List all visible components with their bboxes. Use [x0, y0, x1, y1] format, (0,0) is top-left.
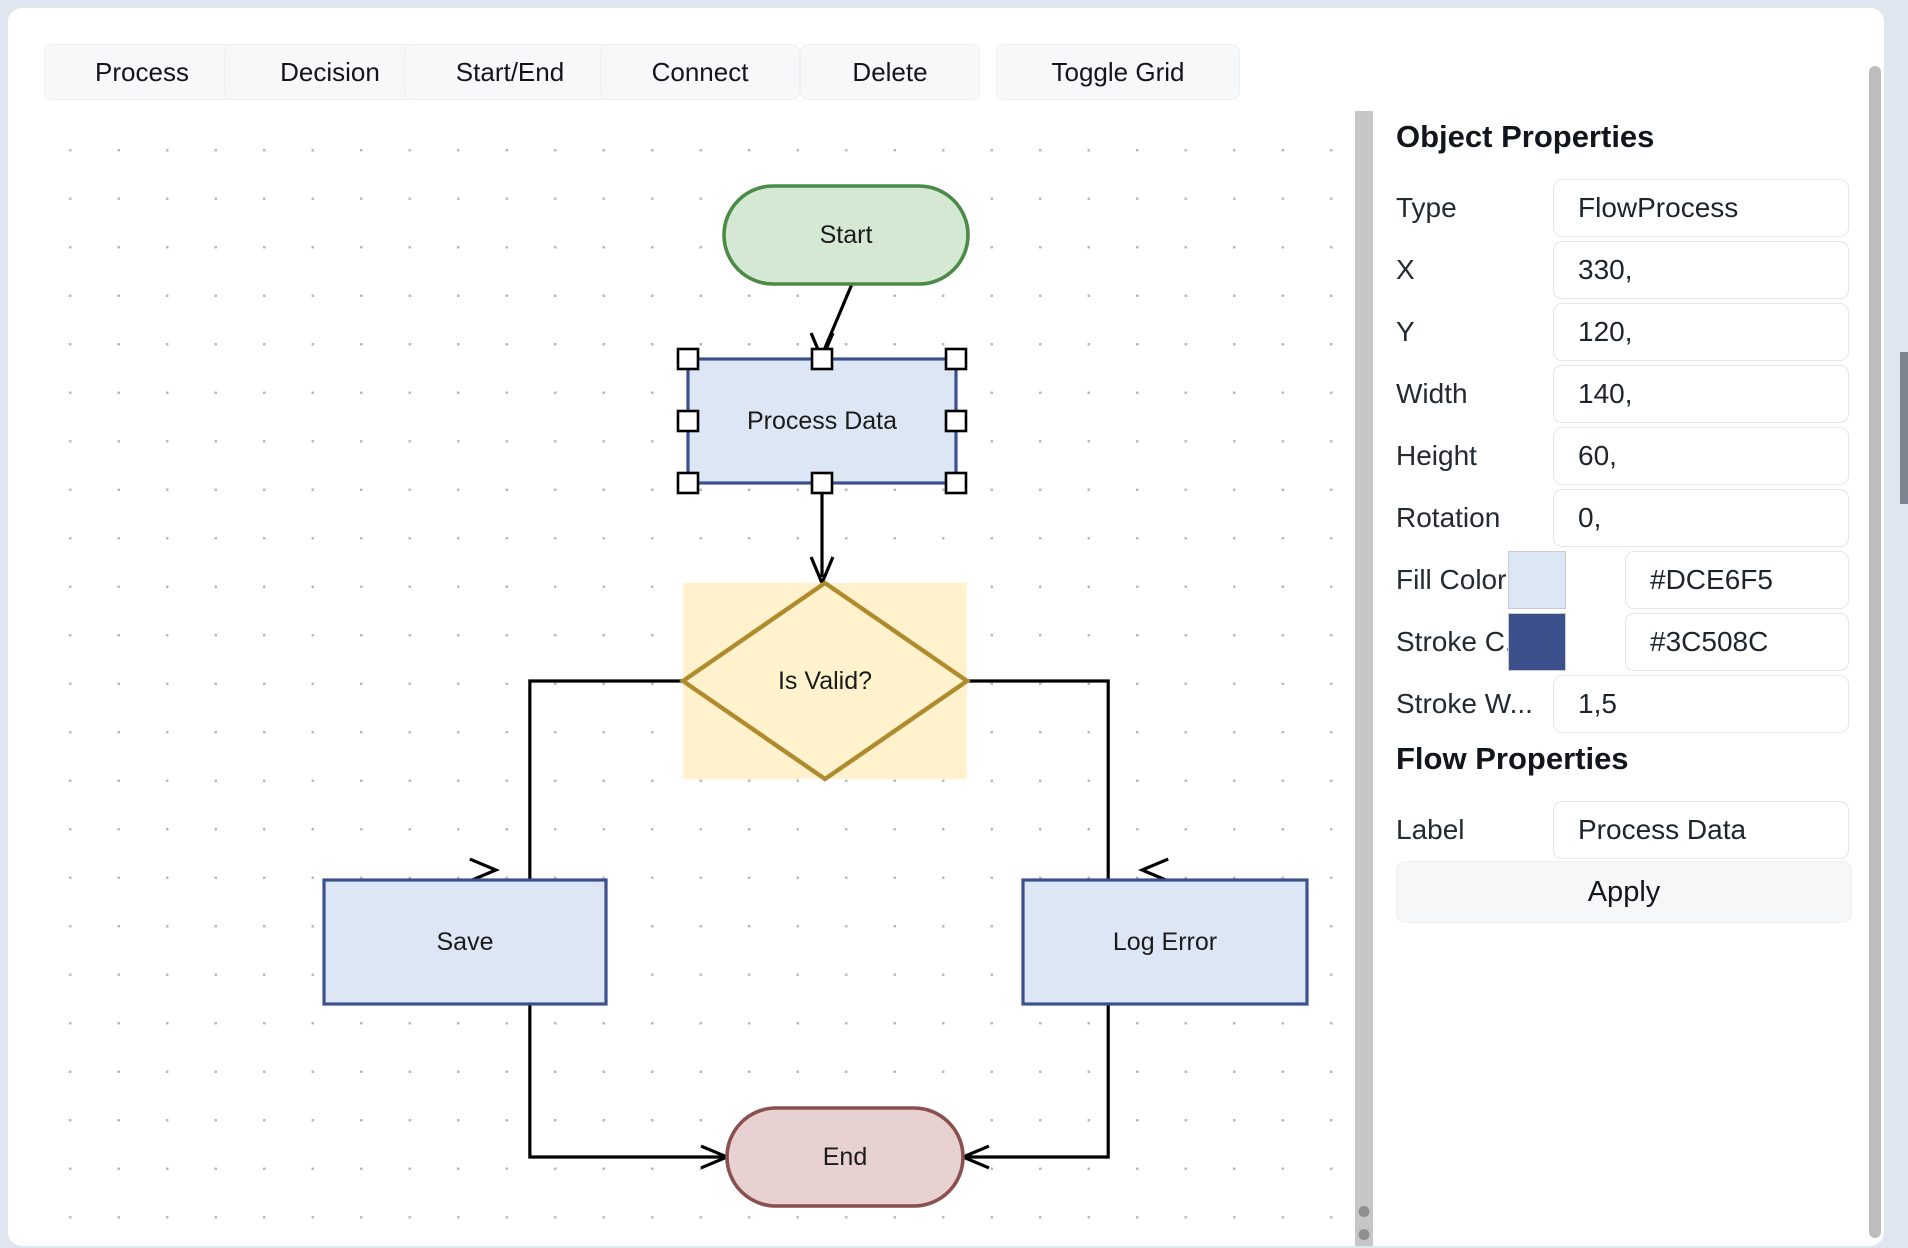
selection-handle[interactable]: [810, 471, 834, 495]
toolbar-button-decision[interactable]: Decision: [224, 44, 436, 100]
toolbar-button-connect[interactable]: Connect: [600, 44, 800, 100]
splitter-grip-dot: [1358, 1229, 1370, 1240]
process-shape: [1021, 878, 1309, 1006]
width-input[interactable]: 140,: [1553, 365, 1849, 423]
object-properties-title: Object Properties: [1396, 119, 1655, 154]
property-row-flow-label: Label Process Data: [1380, 799, 1866, 861]
selection-handle[interactable]: [944, 347, 968, 371]
property-row-stroke-width: Stroke W... 1,5: [1380, 673, 1866, 735]
fill-color-input[interactable]: #DCE6F5: [1625, 551, 1849, 609]
stroke-color-swatch[interactable]: [1508, 613, 1566, 671]
node-logerror[interactable]: Log Error: [1021, 878, 1309, 1006]
y-input[interactable]: 120,: [1553, 303, 1849, 361]
height-label: Height: [1396, 440, 1477, 471]
rotation-label: Rotation: [1396, 502, 1501, 533]
selection-handles-layer: [676, 347, 968, 495]
node-label: Process Data: [747, 407, 897, 435]
page-scrollbar-track[interactable]: [1900, 0, 1908, 1248]
stroke-color-label: Stroke C...: [1396, 626, 1529, 657]
page-scrollbar-thumb[interactable]: [1900, 352, 1908, 504]
x-label: X: [1396, 254, 1415, 285]
selection-handle[interactable]: [676, 409, 700, 433]
node-end[interactable]: End: [725, 1106, 965, 1208]
arrowhead-stroke: [469, 857, 500, 883]
flow-label-input[interactable]: Process Data: [1553, 801, 1849, 859]
property-row-fill-color: Fill Color #DCE6F5: [1380, 549, 1866, 611]
toolbar-button-toggle-grid[interactable]: Toggle Grid: [996, 44, 1240, 100]
node-save[interactable]: Save: [322, 878, 608, 1006]
edge-save-end: [528, 1004, 723, 1159]
rotation-input[interactable]: 0,: [1553, 489, 1849, 547]
property-row-stroke-color: Stroke C... #3C508C: [1380, 611, 1866, 673]
inner-scrollbar-thumb[interactable]: [1869, 66, 1881, 1238]
node-label: Is Valid?: [778, 667, 872, 695]
selection-handle[interactable]: [944, 409, 968, 433]
decision-diamond: [679, 580, 971, 782]
node-label: Start: [820, 221, 873, 249]
toolbar-button-start-end[interactable]: Start/End: [404, 44, 616, 100]
property-row-type: Type FlowProcess: [1380, 177, 1866, 239]
flow-label-label: Label: [1396, 814, 1465, 845]
flow-properties-title: Flow Properties: [1396, 741, 1629, 776]
apply-button[interactable]: Apply: [1396, 861, 1852, 923]
selection-handle[interactable]: [944, 471, 968, 495]
selection-handle[interactable]: [676, 347, 700, 371]
stroke-width-input[interactable]: 1,5: [1553, 675, 1849, 733]
decision-bounding-fill: [683, 583, 967, 779]
x-input[interactable]: 330,: [1553, 241, 1849, 299]
y-label: Y: [1396, 316, 1415, 347]
terminator-shape: [725, 1106, 965, 1208]
node-decision[interactable]: Is Valid?: [679, 580, 971, 782]
toolbar-button-delete[interactable]: Delete: [800, 44, 980, 100]
fill-color-label: Fill Color: [1396, 564, 1507, 595]
property-row-rotation: Rotation 0,: [1380, 487, 1866, 549]
type-label: Type: [1396, 192, 1457, 223]
process-shape: [322, 878, 608, 1006]
node-label: End: [823, 1143, 867, 1171]
type-input[interactable]: FlowProcess: [1553, 179, 1849, 237]
splitter-grip-dot: [1358, 1206, 1370, 1217]
property-row-y: Y 120,: [1380, 301, 1866, 363]
terminator-shape: [722, 184, 970, 286]
arrowhead: [469, 857, 500, 883]
node-start[interactable]: Start: [722, 184, 970, 286]
property-row-x: X 330,: [1380, 239, 1866, 301]
panel-splitter[interactable]: [1355, 111, 1373, 1246]
selection-handle[interactable]: [810, 347, 834, 371]
fill-color-swatch[interactable]: [1508, 551, 1566, 609]
node-process[interactable]: Process Data: [686, 357, 958, 485]
property-row-width: Width 140,: [1380, 363, 1866, 425]
node-label: Log Error: [1113, 928, 1217, 956]
stroke-width-label: Stroke W...: [1396, 688, 1533, 719]
height-input[interactable]: 60,: [1553, 427, 1849, 485]
edge-decision-save: [528, 679, 683, 880]
selection-handle[interactable]: [676, 471, 700, 495]
edge-logerror-end: [967, 1004, 1110, 1159]
toolbar-button-process[interactable]: Process: [44, 44, 240, 100]
edge-decision-logerror: [967, 679, 1110, 880]
arrowhead-stroke: [1138, 857, 1169, 883]
width-label: Width: [1396, 378, 1468, 409]
property-row-height: Height 60,: [1380, 425, 1866, 487]
node-label: Save: [437, 928, 494, 956]
arrowhead: [1138, 857, 1169, 883]
stroke-color-input[interactable]: #3C508C: [1625, 613, 1849, 671]
